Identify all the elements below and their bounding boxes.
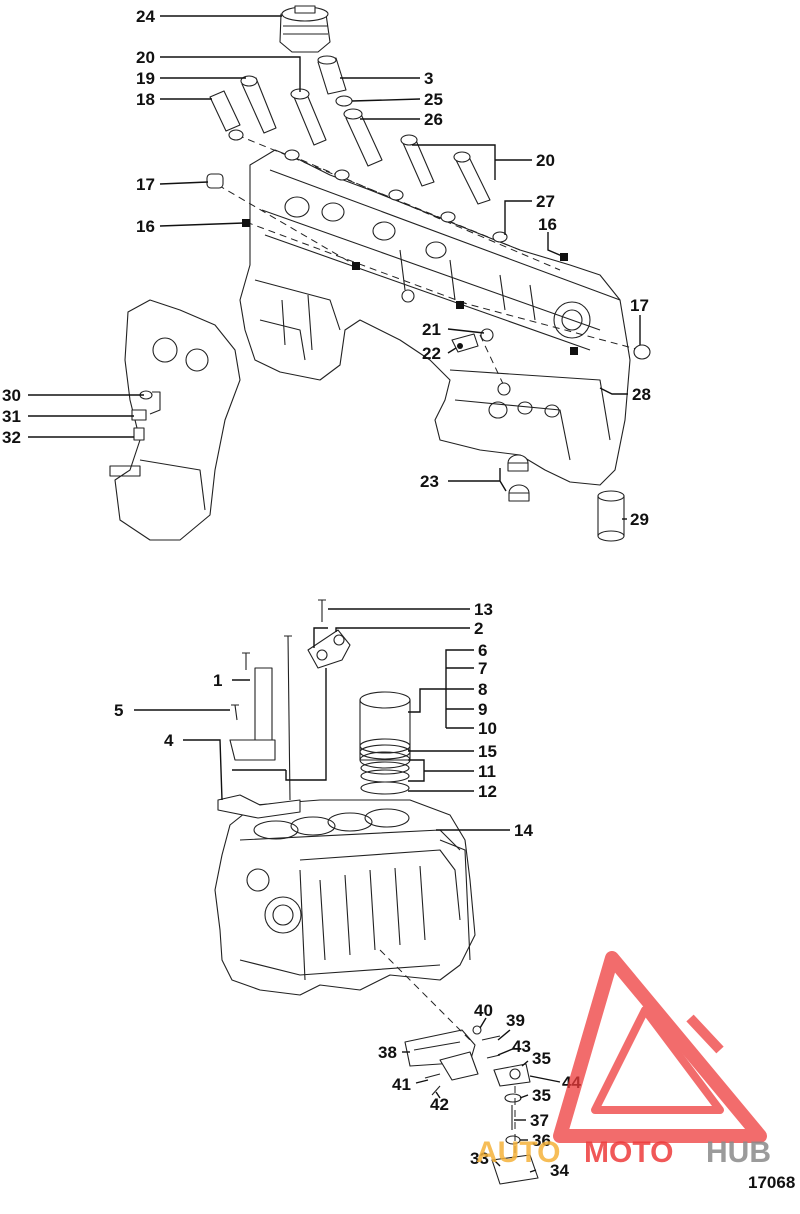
callout-22: 22 [422,344,441,363]
callout-18: 18 [136,90,155,109]
callout-35: 35 [532,1049,551,1068]
callout-6: 6 [478,641,487,660]
callout-31: 31 [2,407,21,426]
callout-19: 19 [136,69,155,88]
cylinder-block [214,799,476,996]
engine-mount [379,949,539,1185]
plugs-and-nuts [206,173,651,396]
callout-26: 26 [424,110,443,129]
callout-38: 38 [378,1043,397,1062]
callout-27: 27 [536,192,555,211]
oil-filter-cap [279,5,331,53]
callout-1: 1 [213,671,222,690]
upper-block-outline [239,149,631,486]
callout-13: 13 [474,600,493,619]
callout-16-right: 16 [538,215,557,234]
callout-42: 42 [430,1095,449,1114]
sensor-and-fitting [451,328,494,353]
figure-number: 17068 [748,1173,795,1192]
callout-43: 43 [512,1037,531,1056]
callout-30: 30 [2,386,21,405]
callout-10: 10 [478,719,497,738]
callout-32: 32 [2,428,21,447]
callout-8: 8 [478,680,487,699]
gallery-bolts [209,75,491,205]
watermark-word-hub: HUB [706,1136,771,1169]
callout-15: 15 [478,742,497,761]
callout-24: 24 [136,7,155,26]
callout-16: 16 [136,217,155,236]
leader-lines [28,15,641,1173]
callout-33: 33 [470,1149,489,1168]
callout-25: 25 [424,90,443,109]
rear-block-fragment [109,299,241,541]
brackets-lower [217,629,351,819]
filter-element [317,55,347,95]
callout-20-right: 20 [536,151,555,170]
callout-labels: 24 20 19 18 3 25 26 20 17 16 27 16 17 21… [2,7,795,1192]
callout-35-lower: 35 [532,1086,551,1105]
callout-28: 28 [632,385,651,404]
callout-17-right: 17 [630,296,649,315]
callout-2: 2 [474,619,483,638]
callout-4: 4 [164,731,174,750]
callout-29: 29 [630,510,649,529]
liner-and-rings [359,691,411,795]
bushings [507,454,530,502]
callout-7: 7 [478,659,487,678]
callout-34: 34 [550,1161,569,1180]
callout-41: 41 [392,1075,411,1094]
callout-5: 5 [114,701,123,720]
callout-9: 9 [478,700,487,719]
callout-3: 3 [424,69,433,88]
callout-14: 14 [514,821,533,840]
callout-17: 17 [136,175,155,194]
callout-36: 36 [532,1131,551,1150]
callout-37: 37 [530,1111,549,1130]
callout-39: 39 [506,1011,525,1030]
watermark-word-auto: AUTO [476,1136,560,1169]
watermark-text: AUTO MOTO HUB [476,1136,771,1169]
callout-12: 12 [478,782,497,801]
callout-40: 40 [474,1001,493,1020]
strainer-29 [597,490,625,542]
callout-21: 21 [422,320,441,339]
lower-bolts [231,599,326,801]
callout-20: 20 [136,48,155,67]
dipstick-tube-parts [131,390,161,441]
watermark-word-moto: MOTO [584,1136,673,1169]
callout-11: 11 [478,762,496,781]
callout-23: 23 [420,472,439,491]
watermark-logo [553,951,767,1143]
